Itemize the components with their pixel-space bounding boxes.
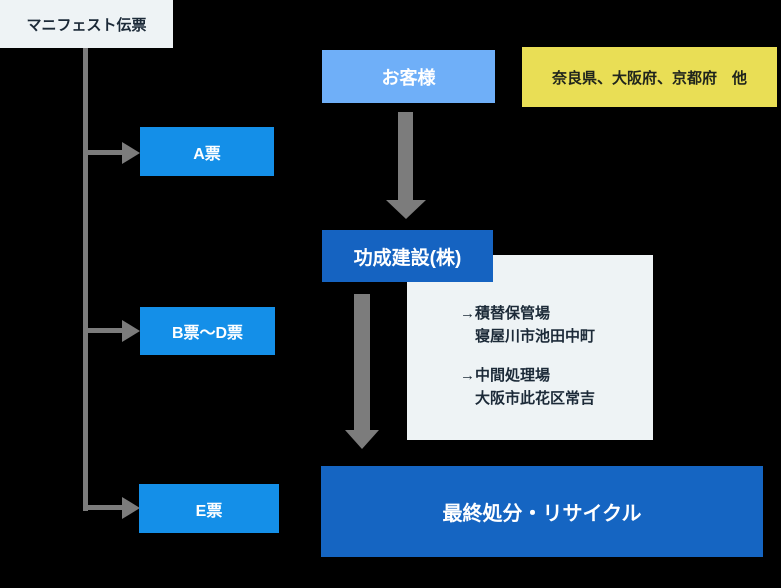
branch-arrowhead-a-icon [122,142,140,164]
slip-box-b-to-d: B票～D票 [140,307,275,355]
region-note: 奈良県、大阪府、京都府 他 [522,47,777,107]
flow-arrowhead-down-icon [345,430,379,449]
facility-address: 大阪市此花区常吉 [475,390,596,407]
trunk-line [83,48,88,511]
flow-arrow-company-to-final [354,294,370,430]
flow-arrow-customer-to-company [398,112,413,200]
slip-box-e: E票 [139,484,279,533]
facilities-panel: →積替保管場 寝屋川市池田中町 →中間処理場 大阪市此花区常吉 [407,255,653,440]
company-box: 功成建設(株) [322,230,493,282]
flow-arrowhead-down-icon [386,200,426,219]
facility-transfer-storage: →積替保管場 寝屋川市池田中町 [460,302,643,348]
branch-arrowhead-e-icon [122,497,140,519]
customer-box: お客様 [322,50,495,103]
branch-arrow-e [86,505,123,510]
branch-arrow-a [86,150,123,155]
final-disposal-box: 最終処分・リサイクル [321,466,763,557]
facility-address: 寝屋川市池田中町 [475,328,596,345]
facility-intermediate-processing: →中間処理場 大阪市此花区常吉 [460,364,643,410]
slip-box-a: A票 [140,127,274,176]
manifest-slip-label: マニフェスト伝票 [0,0,173,48]
facility-title: →中間処理場 [460,367,551,384]
facility-title: →積替保管場 [460,305,551,322]
branch-arrow-bd [86,328,123,333]
branch-arrowhead-bd-icon [122,320,140,342]
